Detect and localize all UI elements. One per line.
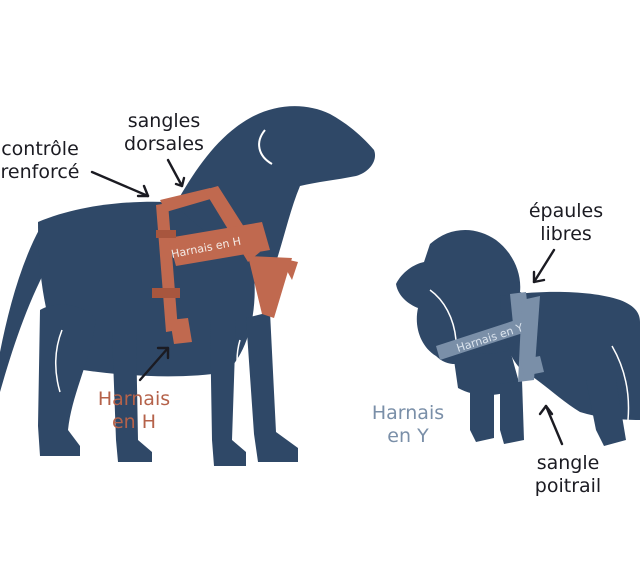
label-poitrail-line2: poitrail — [534, 475, 602, 497]
large-dog-leg-line — [236, 339, 245, 401]
label-poitrail-line1: sangle — [536, 452, 600, 474]
small-dog-leg-line — [611, 345, 630, 421]
arrow-harnais-h — [138, 346, 170, 382]
large-dog — [0, 106, 376, 466]
label-controle-renforce: contrôle renforcé — [0, 138, 88, 184]
label-controle-line2: renforcé — [0, 161, 80, 183]
y-harness — [436, 292, 544, 382]
h-buckle — [152, 288, 180, 298]
h-clip — [156, 230, 176, 238]
large-dog-haunch-line — [54, 329, 63, 393]
label-harnais-h: Harnais en H — [82, 388, 186, 434]
label-harnais-y-line2: en Y — [387, 425, 429, 447]
arrow-controle — [90, 170, 150, 198]
label-controle-line1: contrôle — [1, 138, 79, 160]
small-dog-ear-line — [429, 289, 457, 341]
label-harnais-h-line2: en H — [111, 411, 157, 433]
label-epaules-libres: épaules libres — [518, 200, 614, 246]
arrow-sangles-dorsales — [166, 158, 184, 188]
label-epaules-line2: libres — [540, 223, 592, 245]
large-dog-ear-line — [258, 129, 273, 165]
arrow-sangle-poitrail — [544, 404, 564, 446]
label-harnais-h-line1: Harnais — [97, 388, 171, 410]
label-sangles-dorsales: sangles dorsales — [112, 110, 216, 156]
h-harness — [156, 186, 298, 344]
label-epaules-line1: épaules — [528, 200, 604, 222]
label-sangles-line2: dorsales — [124, 133, 204, 155]
arrows — [90, 158, 564, 446]
label-harnais-y-line1: Harnais — [371, 402, 445, 424]
label-sangles-line1: sangles — [127, 110, 201, 132]
label-harnais-y: Harnais en Y — [356, 402, 460, 448]
arrow-epaules-libres — [532, 248, 556, 284]
label-sangle-poitrail: sangle poitrail — [518, 452, 618, 498]
